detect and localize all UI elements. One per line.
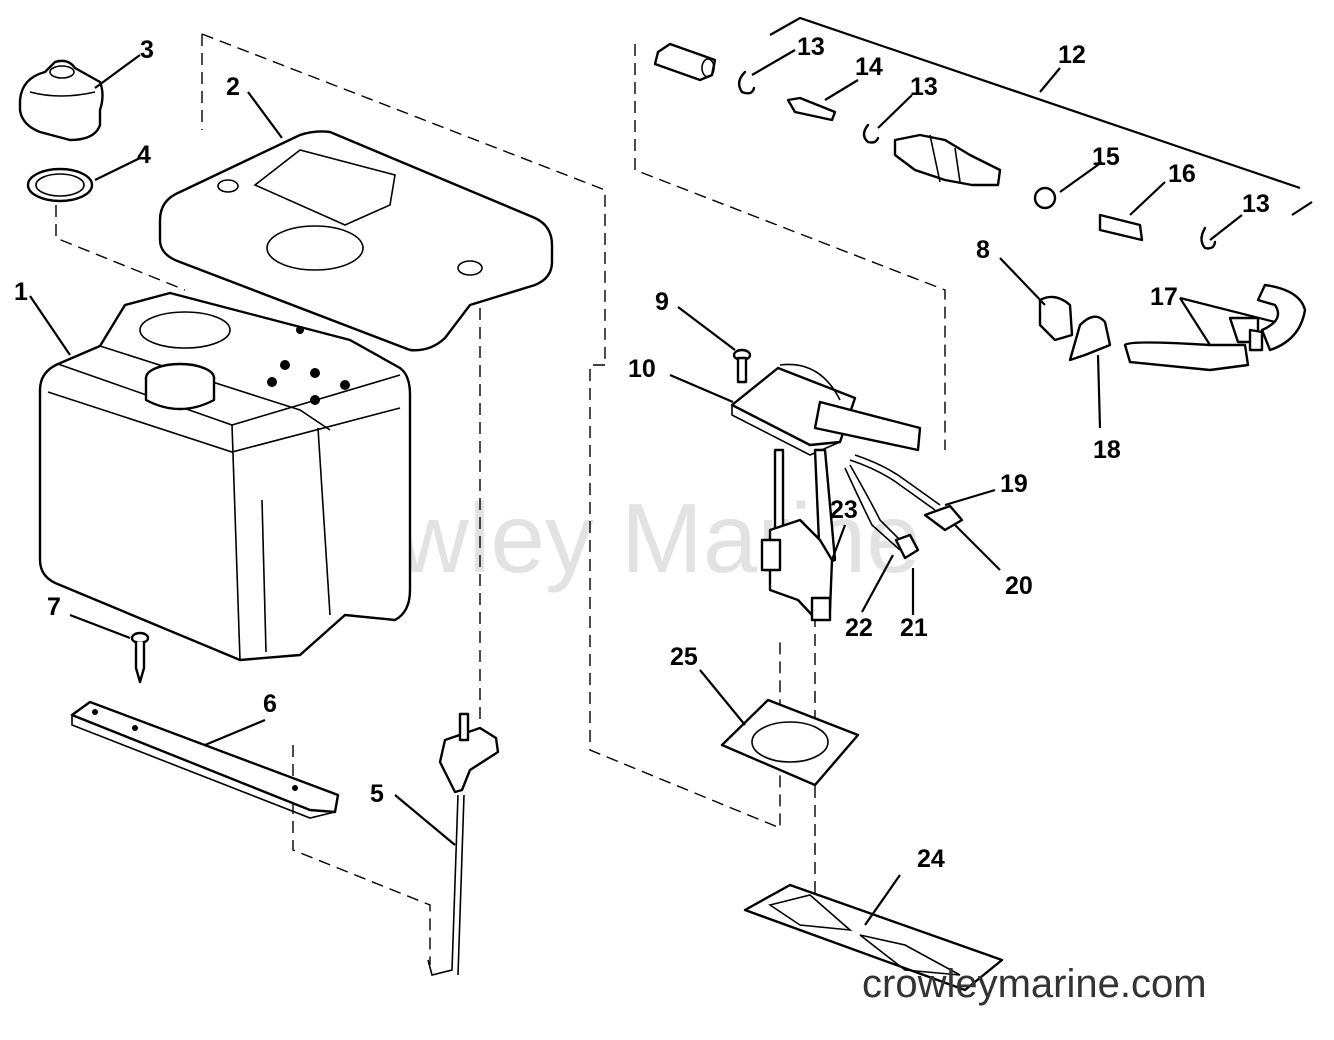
callout-22: 22 [845, 614, 873, 642]
callout-9: 9 [655, 288, 669, 316]
gasket-plate [720, 698, 860, 787]
callout-15: 15 [1092, 143, 1120, 171]
callout-labels: 3 4 2 1 5 6 7 8 9 10 12 13 13 13 14 15 1… [14, 33, 1270, 873]
callout-24: 24 [917, 845, 945, 873]
assembly-lines [55, 33, 946, 965]
callout-16: 16 [1168, 160, 1196, 188]
wire-harness [844, 454, 964, 560]
callout-25: 25 [670, 643, 698, 671]
callout-1: 1 [14, 278, 28, 306]
leader-lines [29, 16, 1313, 926]
callout-5: 5 [370, 780, 384, 808]
callout-14: 14 [855, 53, 883, 81]
gasket-ring [26, 167, 94, 203]
tank-cover [158, 130, 554, 352]
callout-21: 21 [900, 614, 928, 642]
filler-cap [18, 59, 104, 142]
fuel-gauge [427, 712, 500, 976]
callout-10: 10 [628, 355, 656, 383]
callout-13b: 13 [910, 73, 938, 101]
callout-13c: 13 [1242, 190, 1270, 218]
callout-2: 2 [226, 73, 240, 101]
fuel-tank [38, 291, 412, 662]
callout-6: 6 [263, 690, 277, 718]
bracket [70, 700, 340, 819]
callout-7: 7 [47, 593, 61, 621]
fuel-line-kit [653, 42, 1307, 372]
callout-20: 20 [1005, 572, 1033, 600]
bolt [732, 348, 752, 384]
callout-18: 18 [1093, 436, 1121, 464]
callout-23: 23 [830, 496, 858, 524]
callout-4: 4 [137, 141, 151, 169]
callout-8: 8 [976, 236, 990, 264]
callout-19: 19 [1000, 470, 1028, 498]
callout-17: 17 [1150, 283, 1178, 311]
website-text: crowleymarine.com [862, 962, 1207, 1006]
screw [130, 631, 150, 684]
pickup-assembly [730, 363, 922, 622]
callout-3: 3 [140, 36, 154, 64]
callout-13a: 13 [797, 33, 825, 61]
callout-12: 12 [1058, 41, 1086, 69]
decal-plate [743, 883, 1004, 992]
